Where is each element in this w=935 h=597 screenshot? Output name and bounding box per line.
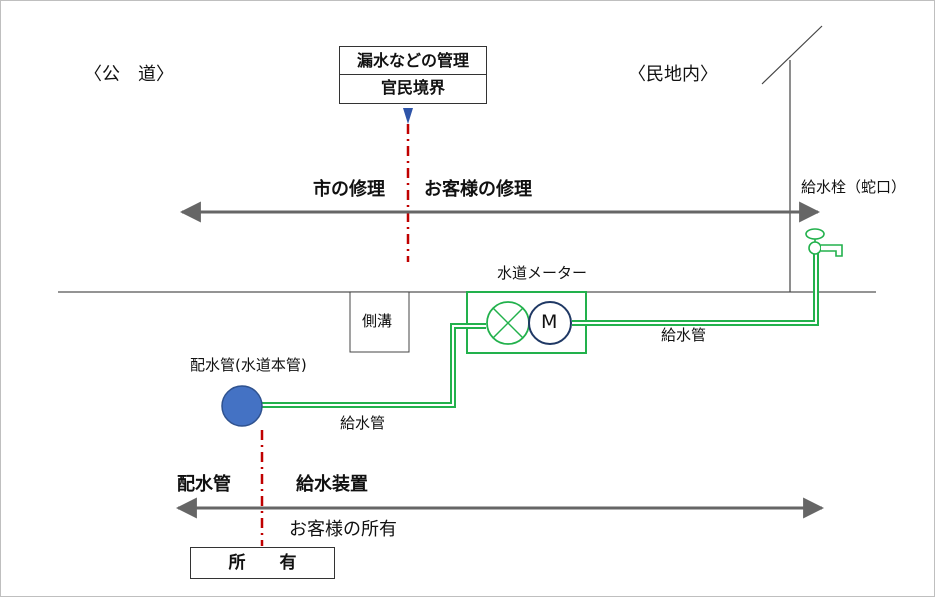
box-divider xyxy=(340,74,486,75)
ownership-box: 所 有 xyxy=(190,547,335,579)
gutter-label: 側溝 xyxy=(362,312,393,330)
supply-device-label: 給水装置 xyxy=(296,474,368,495)
leak-management-label: 漏水などの管理 xyxy=(356,51,469,70)
boundary-marker-triangle xyxy=(403,108,413,124)
main-pipe-label: 配水管(水道本管) xyxy=(190,356,307,374)
ownership-label: 所 有 xyxy=(228,553,297,573)
service-pipe-right-label: 給水管 xyxy=(661,326,707,344)
house-roof xyxy=(761,25,823,85)
private-land-label: 〈民地内〉 xyxy=(628,64,718,85)
boundary-label: 官民境界 xyxy=(380,78,445,97)
city-repair-label: 市の修理 xyxy=(313,179,385,200)
water-meter-icon xyxy=(528,301,572,345)
boundary-title-box: 漏水などの管理 官民境界 xyxy=(339,46,487,104)
water-main-icon xyxy=(221,385,263,427)
service-pipe-right xyxy=(572,250,819,326)
service-pipe-left-label: 給水管 xyxy=(340,414,386,432)
meter-label: 水道メーター xyxy=(497,264,588,282)
distribution-pipe-label: 配水管 xyxy=(177,474,231,495)
meter-symbol: M xyxy=(541,311,558,333)
faucet-label: 給水栓（蛇口） xyxy=(801,178,907,196)
public-road-label: 〈公 道〉 xyxy=(84,64,174,85)
customer-owned-label: お客様の所有 xyxy=(289,519,397,540)
customer-repair-label: お客様の修理 xyxy=(424,179,532,200)
faucet-icon xyxy=(805,228,843,257)
gutter-box xyxy=(349,291,410,353)
